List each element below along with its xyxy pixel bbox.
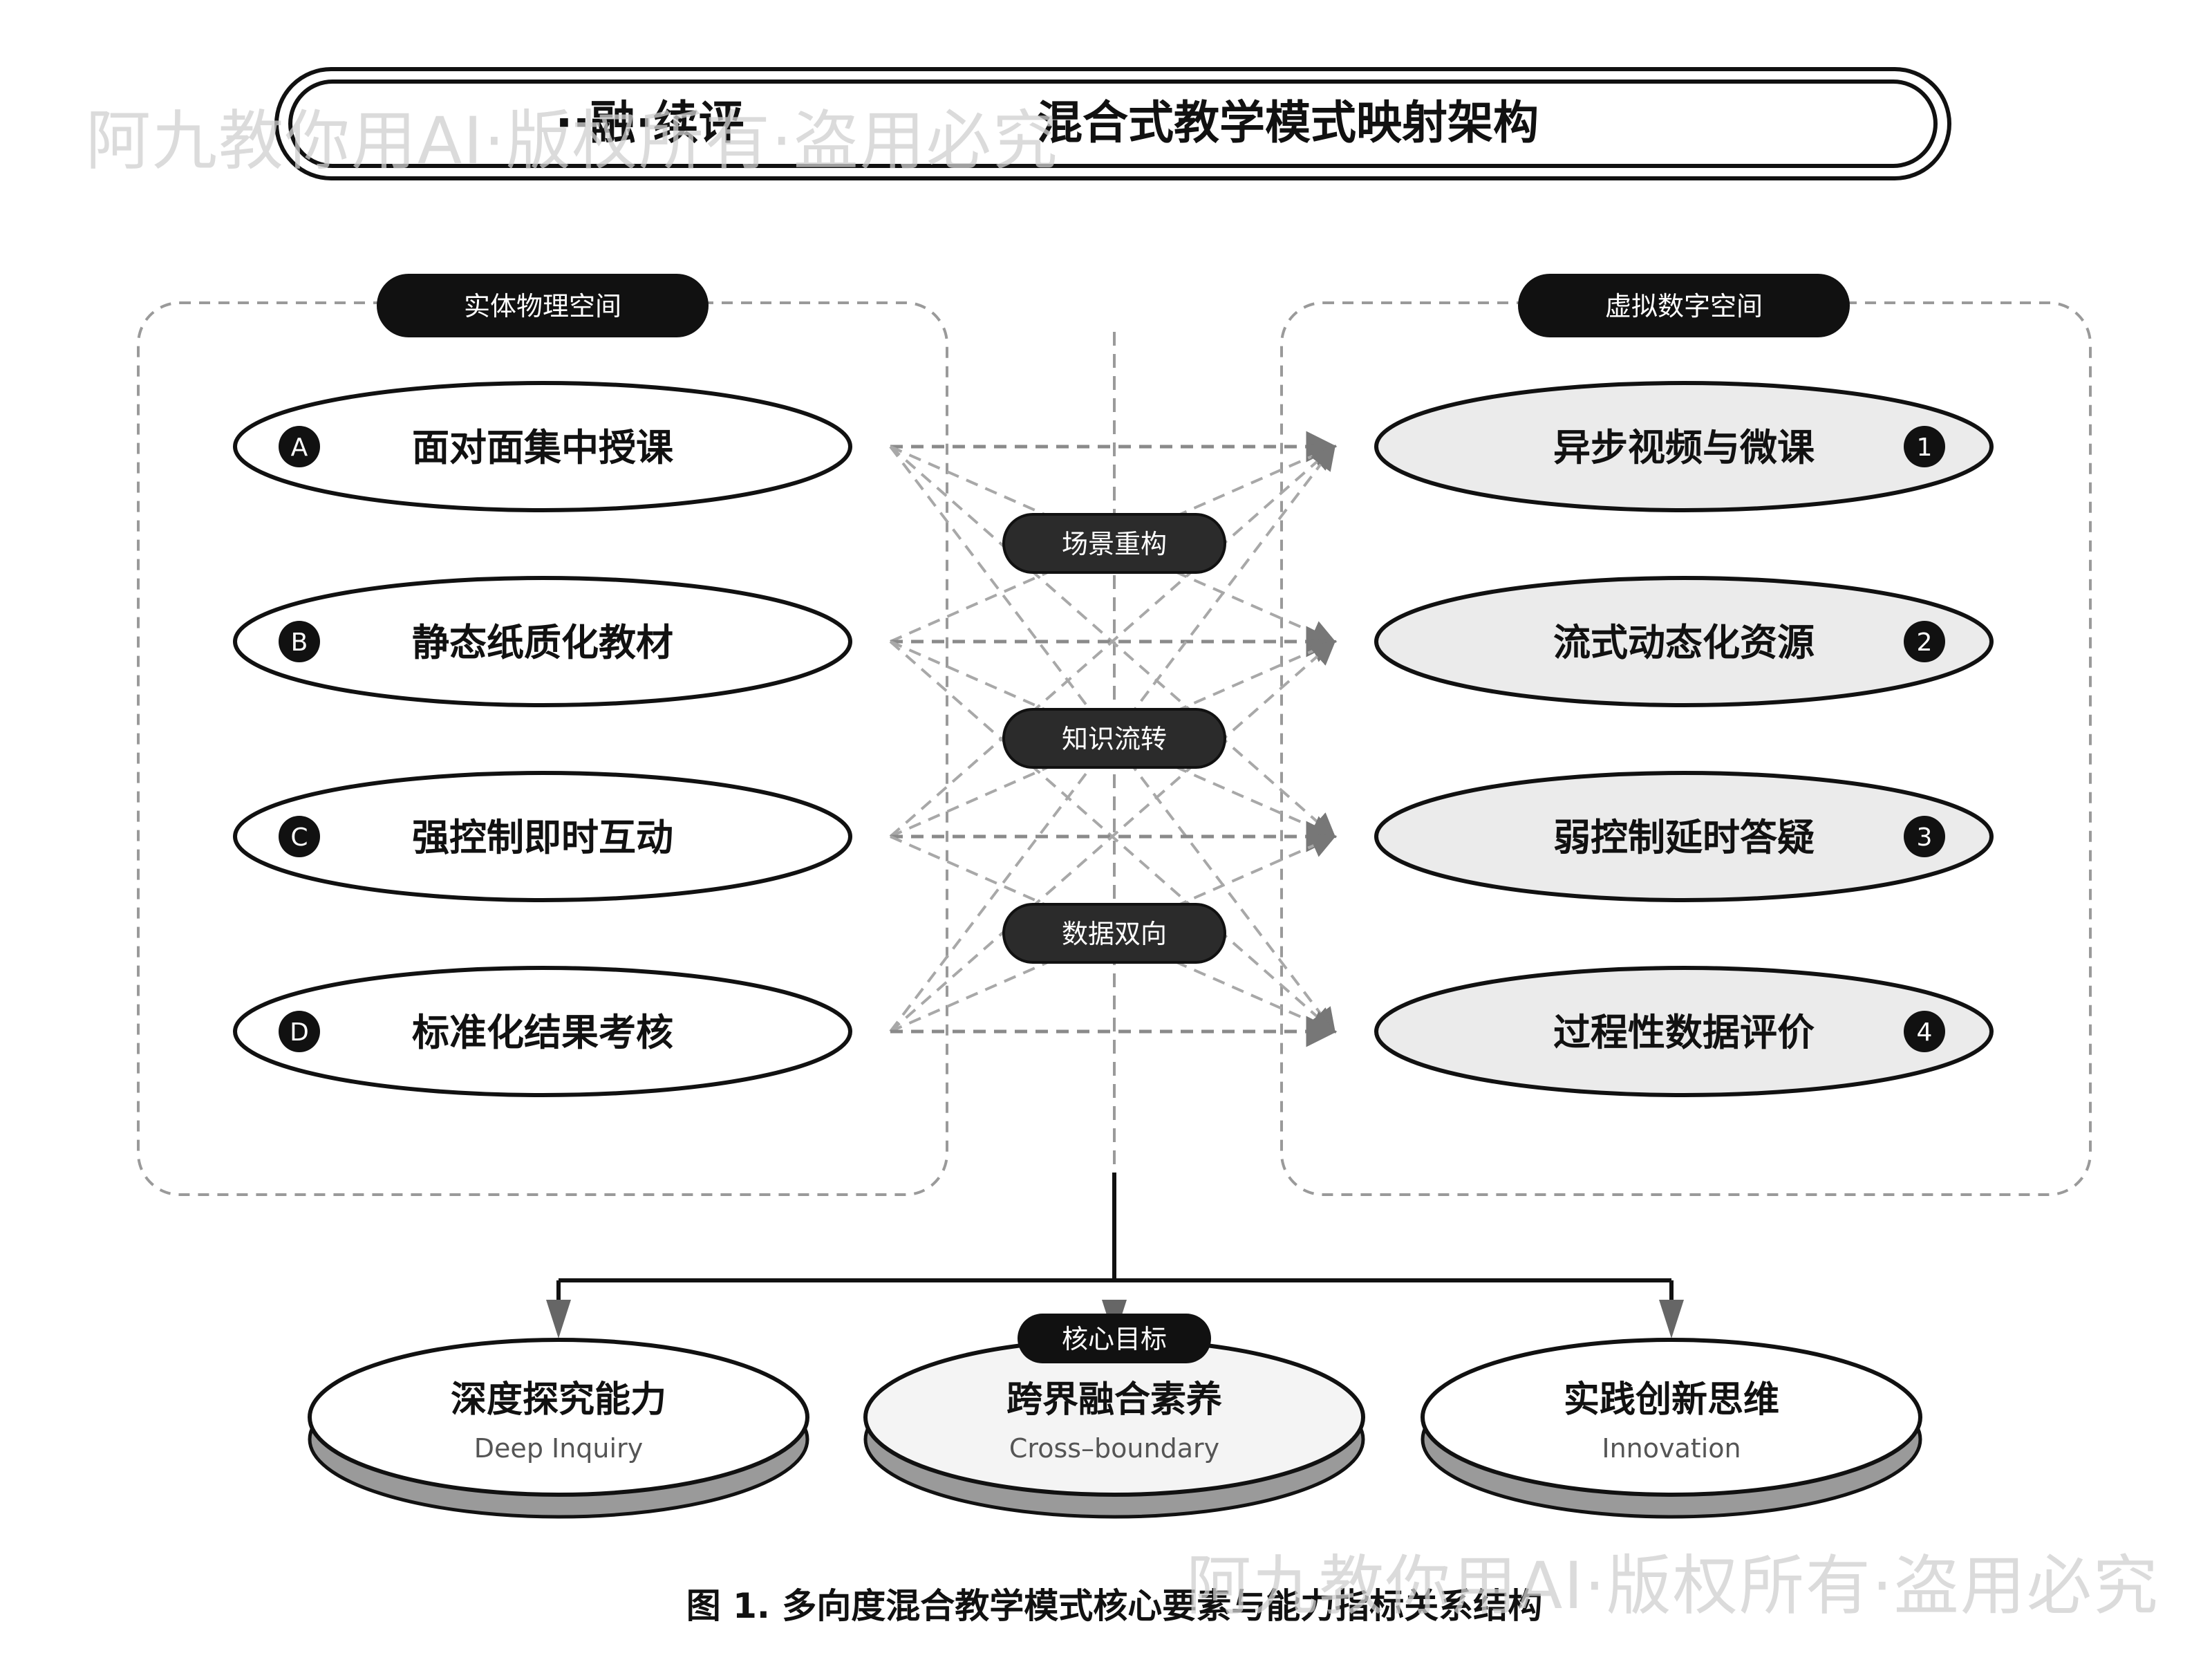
physical-space-label: 实体物理空间 bbox=[377, 274, 709, 337]
item-badge bbox=[279, 816, 320, 857]
mapping-line bbox=[890, 444, 1337, 643]
item-label: 异步视频与微课 bbox=[1553, 426, 1815, 469]
item-badge bbox=[279, 426, 320, 467]
item-label: 标准化结果考核 bbox=[412, 1011, 673, 1054]
item-badge-text: 2 bbox=[1917, 628, 1933, 657]
mapping-line bbox=[889, 445, 1336, 1034]
digital-item: 异步视频与微课 1 bbox=[1374, 381, 1994, 512]
goal-disc: 实践创新思维 Innovation bbox=[1421, 1338, 1922, 1519]
mapping-line bbox=[889, 445, 1336, 1033]
goal-title: 跨界融合素养 bbox=[1006, 1379, 1222, 1421]
item-badge-text: 1 bbox=[1917, 433, 1933, 462]
item-label: 面对面集中授课 bbox=[412, 426, 674, 469]
connector-pill: 知识流转 bbox=[1002, 708, 1226, 769]
item-label: 弱控制延时答疑 bbox=[1553, 816, 1815, 859]
item-badge bbox=[1904, 621, 1945, 662]
connector-label: 知识流转 bbox=[1062, 724, 1167, 754]
connector-label: 场景重构 bbox=[1062, 529, 1167, 559]
item-label: 过程性数据评价 bbox=[1553, 1011, 1815, 1054]
goal-subtitle: Innovation bbox=[1602, 1433, 1741, 1464]
figure-caption: 图 1. 多向度混合教学模式核心要素与能力指标关系结构 bbox=[686, 1586, 1543, 1626]
item-label: 强控制即时互动 bbox=[412, 816, 673, 859]
goal-title: 深度探究能力 bbox=[451, 1379, 666, 1421]
goal-disc: 深度探究能力 Deep Inquiry bbox=[308, 1338, 809, 1519]
svg-text:核心目标: 核心目标 bbox=[1062, 1324, 1167, 1354]
item-badge-text: C bbox=[290, 823, 308, 852]
svg-text:虚拟数字空间: 虚拟数字空间 bbox=[1605, 291, 1763, 321]
goal-title: 实践创新思维 bbox=[1564, 1379, 1779, 1421]
item-badge bbox=[279, 621, 320, 662]
item-label: 流式动态化资源 bbox=[1553, 621, 1815, 664]
svg-text:实体物理空间: 实体物理空间 bbox=[464, 291, 621, 321]
goal-subtitle: Cross–boundary bbox=[1009, 1433, 1219, 1464]
item-badge bbox=[1904, 426, 1945, 467]
title-partial-prefix: ··融·续评 bbox=[555, 96, 744, 149]
physical-item: B 静态纸质化教材 bbox=[233, 576, 852, 707]
item-badge-text: 3 bbox=[1917, 823, 1933, 852]
digital-item: 弱控制延时答疑 3 bbox=[1374, 771, 1994, 902]
physical-item: C 强控制即时互动 bbox=[233, 771, 852, 902]
item-badge bbox=[279, 1011, 320, 1052]
digital-item: 过程性数据评价 4 bbox=[1374, 966, 1994, 1097]
mapping-line bbox=[890, 445, 1337, 644]
physical-item: D 标准化结果考核 bbox=[233, 966, 852, 1097]
mapping-line bbox=[890, 639, 1337, 838]
goal-disc: 跨界融合素养 Cross–boundary bbox=[863, 1338, 1365, 1519]
mapping-line bbox=[890, 640, 1337, 839]
mapping-line bbox=[889, 639, 1336, 1033]
core-goal-label: 核心目标 bbox=[1018, 1314, 1211, 1363]
mapping-line bbox=[890, 835, 1337, 1034]
item-badge bbox=[1904, 1011, 1945, 1052]
page-title: 混合式教学模式映射架构 bbox=[1037, 96, 1539, 149]
item-badge-text: A bbox=[291, 433, 308, 462]
goal-subtitle: Deep Inquiry bbox=[474, 1433, 643, 1464]
item-badge-text: B bbox=[291, 628, 308, 657]
mapping-line bbox=[890, 834, 1337, 1033]
item-badge-text: 4 bbox=[1917, 1018, 1933, 1047]
item-badge bbox=[1904, 816, 1945, 857]
connector-pill: 场景重构 bbox=[1002, 513, 1226, 574]
goal-tree bbox=[546, 1173, 1684, 1338]
physical-item: A 面对面集中授课 bbox=[233, 381, 852, 512]
digital-item: 流式动态化资源 2 bbox=[1374, 576, 1994, 707]
mapping-line bbox=[889, 445, 1336, 838]
item-label: 静态纸质化教材 bbox=[412, 621, 673, 664]
title-banner: ··融·续评 混合式教学模式映射架构 bbox=[274, 67, 1951, 180]
connector-pill: 数据双向 bbox=[1002, 903, 1226, 964]
digital-space-label: 虚拟数字空间 bbox=[1518, 274, 1850, 337]
item-badge-text: D bbox=[290, 1018, 309, 1047]
connector-label: 数据双向 bbox=[1062, 919, 1167, 949]
mapping-lines bbox=[889, 431, 1338, 1047]
